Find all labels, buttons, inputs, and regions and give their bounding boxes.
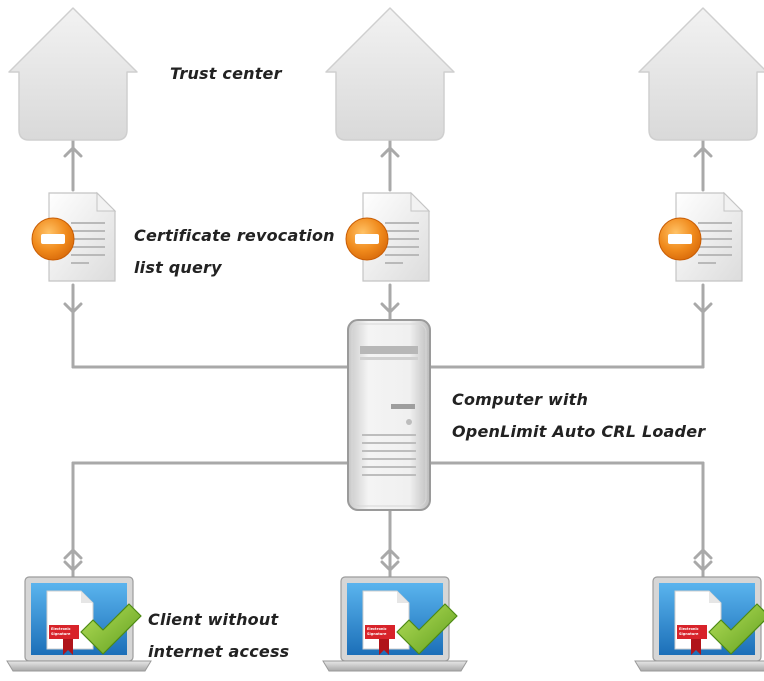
house-icon	[638, 7, 764, 141]
revoked-document-icon	[658, 192, 743, 282]
server-tower-icon	[347, 319, 431, 511]
crl-query-label-line1: Certificate revocation	[134, 226, 335, 245]
screen-text-line2: Signature	[679, 632, 699, 636]
house-icon	[8, 7, 138, 141]
screen-text-line1: Electronic	[367, 627, 387, 631]
client-label-line2: internet access	[148, 642, 290, 661]
screen-text-line2: Signature	[367, 632, 387, 636]
laptop-screen-labels: Electronic Signature Electronic Signatur…	[51, 627, 699, 636]
computer-label-line1: Computer with	[452, 390, 589, 409]
screen-text-line1: Electronic	[51, 627, 71, 631]
computer-label-line2: OpenLimit Auto CRL Loader	[452, 422, 706, 441]
revoked-document-icon	[345, 192, 430, 282]
house-icon	[325, 7, 455, 141]
client-laptops	[6, 576, 764, 672]
trust-center-group	[8, 7, 764, 141]
revoked-document-icon	[31, 192, 116, 282]
trust-center-label: Trust center	[170, 64, 282, 83]
client-label-line1: Client without	[148, 610, 279, 629]
screen-text-line1: Electronic	[679, 627, 699, 631]
crl-query-label-line2: list query	[134, 258, 222, 277]
screen-text-line2: Signature	[51, 632, 71, 636]
